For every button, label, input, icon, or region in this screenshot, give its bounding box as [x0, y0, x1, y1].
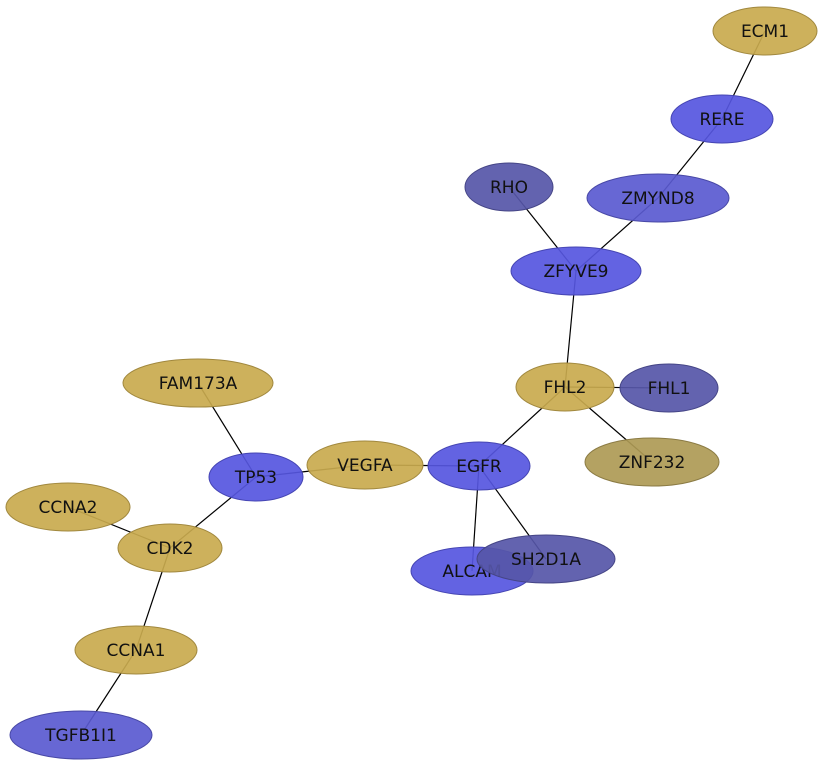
node-fam173a[interactable]: FAM173A: [122, 358, 274, 408]
node-shape: [670, 94, 774, 144]
node-label: FAM173A: [159, 374, 238, 394]
node-shape: [476, 534, 616, 584]
node-label: ECM1: [741, 22, 789, 42]
node-sh2d1a[interactable]: SH2D1A: [476, 534, 616, 584]
node-label: FHL2: [544, 378, 587, 398]
node-label: SH2D1A: [511, 550, 581, 570]
node-shape: [117, 523, 223, 573]
node-shape: [122, 358, 274, 408]
node-rho[interactable]: RHO: [464, 162, 554, 212]
node-zfyve9[interactable]: ZFYVE9: [510, 246, 642, 296]
node-shape: [427, 441, 531, 491]
node-label: ZFYVE9: [544, 262, 609, 282]
node-rere[interactable]: RERE: [670, 94, 774, 144]
node-label: CCNA2: [39, 498, 98, 518]
node-tp53[interactable]: TP53: [208, 452, 304, 502]
node-vegfa[interactable]: VEGFA: [306, 440, 424, 490]
node-shape: [208, 452, 304, 502]
node-shape: [5, 482, 131, 532]
node-shape: [712, 6, 818, 56]
node-ccna2[interactable]: CCNA2: [5, 482, 131, 532]
node-znf232[interactable]: ZNF232: [584, 437, 720, 487]
node-label: TGFB1I1: [44, 726, 117, 746]
node-label: TP53: [234, 468, 277, 488]
node-fhl2[interactable]: FHL2: [515, 362, 615, 412]
node-fhl1[interactable]: FHL1: [619, 363, 719, 413]
node-label: VEGFA: [337, 456, 393, 476]
node-cdk2[interactable]: CDK2: [117, 523, 223, 573]
node-shape: [510, 246, 642, 296]
node-label: EGFR: [456, 457, 502, 477]
node-tgfb1i1[interactable]: TGFB1I1: [9, 710, 153, 760]
node-zmynd8[interactable]: ZMYND8: [586, 173, 730, 223]
node-ccna1[interactable]: CCNA1: [74, 625, 198, 675]
node-shape: [9, 710, 153, 760]
node-label: ZMYND8: [621, 189, 694, 209]
node-shape: [74, 625, 198, 675]
node-egfr[interactable]: EGFR: [427, 441, 531, 491]
node-shape: [584, 437, 720, 487]
node-label: RERE: [699, 110, 744, 130]
node-label: RHO: [490, 178, 528, 198]
node-shape: [619, 363, 719, 413]
node-shape: [464, 162, 554, 212]
node-ecm1[interactable]: ECM1: [712, 6, 818, 56]
node-label: FHL1: [648, 379, 691, 399]
node-label: ZNF232: [619, 453, 686, 473]
node-shape: [306, 440, 424, 490]
node-shape: [586, 173, 730, 223]
node-shape: [515, 362, 615, 412]
node-label: CCNA1: [107, 641, 166, 661]
node-label: CDK2: [147, 539, 194, 559]
